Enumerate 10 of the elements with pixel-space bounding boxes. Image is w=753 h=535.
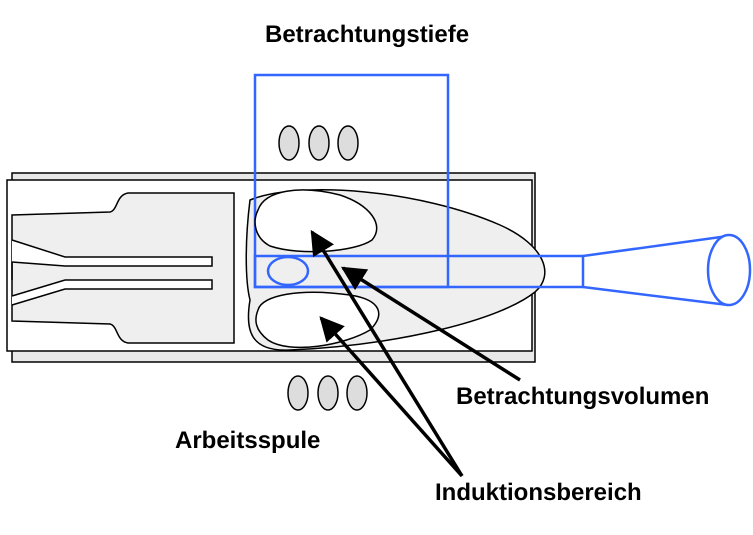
callout-label: Induktionsbereich	[435, 480, 642, 506]
callout-label: Betrachtungsvolumen	[456, 384, 710, 410]
plasma-lobe	[255, 292, 380, 348]
leader-line	[340, 266, 521, 382]
part-label: Arbeitsspule	[175, 428, 320, 454]
leader-line	[310, 230, 464, 477]
viewing-volume	[254, 254, 584, 288]
plasma-lobe	[254, 189, 378, 252]
part-label: Betrachtungstiefe	[265, 22, 470, 48]
leader-line	[319, 316, 464, 478]
